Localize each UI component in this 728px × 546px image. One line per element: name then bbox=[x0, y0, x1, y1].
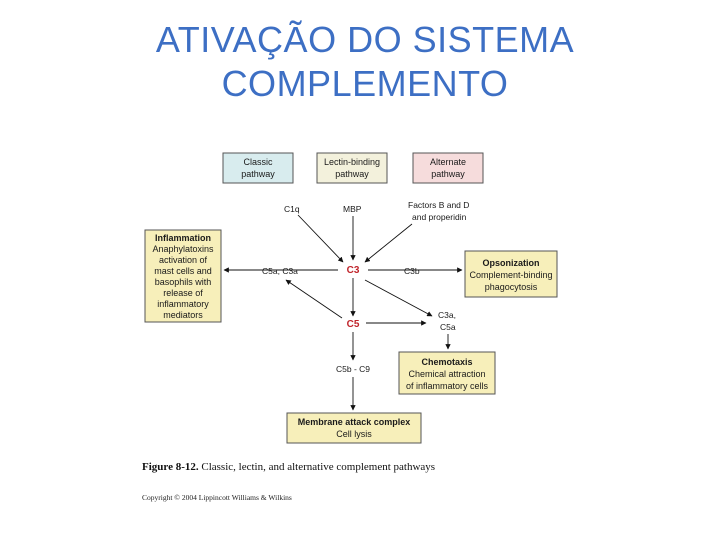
classic-pathway-label-1: Classic bbox=[243, 157, 273, 167]
arrow-c5-to-inflammation-diag bbox=[285, 279, 343, 319]
mac-title: Membrane attack complex bbox=[298, 417, 411, 427]
c5b-c9-label: C5b - C9 bbox=[336, 364, 370, 374]
title-line-1: ATIVAÇÃO DO SISTEMA bbox=[155, 19, 575, 60]
mac-box bbox=[286, 412, 422, 444]
opsonization-line-1: Complement-binding bbox=[469, 270, 552, 280]
figure-caption-label: Figure 8-12. bbox=[142, 461, 199, 473]
factors-label-2: and properidin bbox=[412, 212, 467, 222]
c1q-label: C1q bbox=[284, 204, 300, 214]
figure-caption-text: Classic, lectin, and alternative complem… bbox=[199, 461, 435, 473]
c3a-c5a-label-1: C3a, bbox=[438, 310, 456, 320]
inflammation-line-6: inflammatory bbox=[157, 299, 209, 309]
c5-label: C5 bbox=[347, 319, 360, 330]
arrow-c3-to-c3a-c5a bbox=[364, 279, 433, 317]
inflammation-box bbox=[144, 229, 222, 323]
inflammation-line-1: Anaphylatoxins bbox=[152, 244, 214, 254]
arrow-alternate-to-c3 bbox=[364, 223, 413, 263]
classic-pathway-box bbox=[222, 152, 294, 184]
inflammation-line-5: release of bbox=[163, 288, 203, 298]
c3a-c5a-label-2: C5a bbox=[440, 322, 456, 332]
c3-label: C3 bbox=[347, 265, 360, 276]
mac-line-1: Cell lysis bbox=[336, 429, 372, 439]
inflammation-line-3: mast cells and bbox=[154, 266, 212, 276]
inflammation-line-4: basophils with bbox=[155, 277, 212, 287]
alternate-pathway-label-2: pathway bbox=[431, 169, 465, 179]
chemotaxis-title: Chemotaxis bbox=[421, 357, 472, 367]
c5a-c3a-label: C5a, C3a bbox=[262, 266, 298, 276]
alternate-pathway-box bbox=[412, 152, 484, 184]
copyright-text: Copyright © 2004 Lippincott Williams & W… bbox=[142, 493, 292, 502]
inflammation-title: Inflammation bbox=[155, 233, 211, 243]
slide-title: ATIVAÇÃO DO SISTEMA COMPLEMENTO bbox=[120, 18, 610, 106]
figure-caption: Figure 8-12. Classic, lectin, and altern… bbox=[142, 461, 435, 473]
title-line-2: COMPLEMENTO bbox=[221, 63, 509, 104]
inflammation-line-2: activation of bbox=[159, 255, 208, 265]
c3b-label: C3b bbox=[404, 266, 420, 276]
lectin-pathway-box bbox=[316, 152, 388, 184]
mbp-label: MBP bbox=[343, 204, 362, 214]
chemotaxis-line-2: of inflammatory cells bbox=[406, 381, 489, 391]
opsonization-line-2: phagocytosis bbox=[485, 282, 538, 292]
inflammation-line-7: mediators bbox=[163, 310, 203, 320]
lectin-pathway-label-1: Lectin-binding bbox=[324, 157, 380, 167]
classic-pathway-label-2: pathway bbox=[241, 169, 275, 179]
opsonization-title: Opsonization bbox=[483, 258, 540, 268]
arrow-classic-to-c3 bbox=[297, 214, 344, 263]
lectin-pathway-label-2: pathway bbox=[335, 169, 369, 179]
chemotaxis-box bbox=[398, 351, 496, 395]
opsonization-box bbox=[464, 250, 558, 298]
chemotaxis-line-1: Chemical attraction bbox=[408, 369, 485, 379]
alternate-pathway-label-1: Alternate bbox=[430, 157, 466, 167]
factors-label-1: Factors B and D bbox=[408, 200, 469, 210]
